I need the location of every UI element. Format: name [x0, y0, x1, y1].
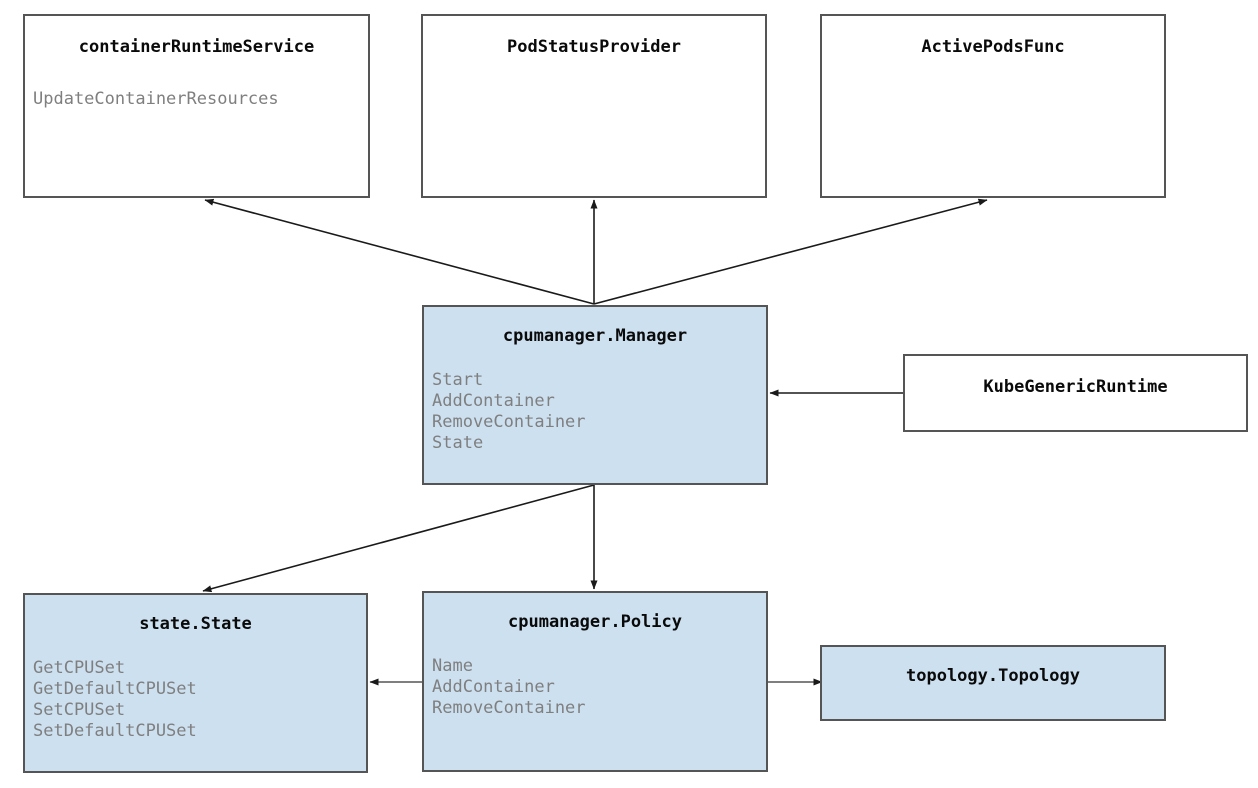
- member-item: RemoveContainer: [432, 698, 586, 718]
- edge-manager-to-stateState: [202, 484, 595, 593]
- node-members: Start AddContainer RemoveContainer State: [432, 370, 760, 454]
- member-item: Name: [432, 656, 473, 676]
- node-topology-topology[interactable]: topology.Topology: [820, 645, 1166, 721]
- node-members: Name AddContainer RemoveContainer: [432, 656, 760, 719]
- member-item: SetCPUSet: [33, 700, 126, 720]
- member-item: UpdateContainerResources: [33, 89, 279, 109]
- node-pod-status-provider[interactable]: PodStatusProvider: [421, 14, 767, 198]
- node-cpumanager-manager[interactable]: cpumanager.Manager Start AddContainer Re…: [422, 305, 768, 485]
- node-container-runtime-service[interactable]: containerRuntimeService UpdateContainerR…: [23, 14, 370, 198]
- member-item: State: [432, 433, 484, 453]
- node-title: topology.Topology: [906, 666, 1080, 686]
- node-title: state.State: [139, 614, 252, 634]
- node-kube-generic-runtime[interactable]: KubeGenericRuntime: [903, 354, 1248, 432]
- node-active-pods-func[interactable]: ActivePodsFunc: [820, 14, 1166, 198]
- member-item: GetDefaultCPUSet: [33, 679, 197, 699]
- member-item: GetCPUSet: [33, 658, 126, 678]
- node-members: GetCPUSet GetDefaultCPUSet SetCPUSet Set…: [33, 658, 360, 742]
- edge-manager-to-containerRuntimeService: [204, 198, 595, 305]
- node-title: ActivePodsFunc: [921, 37, 1065, 57]
- node-cpumanager-policy[interactable]: cpumanager.Policy Name AddContainer Remo…: [422, 591, 768, 772]
- node-title: containerRuntimeService: [78, 37, 315, 57]
- node-members: UpdateContainerResources: [33, 89, 362, 110]
- member-item: SetDefaultCPUSet: [33, 721, 197, 741]
- node-title: KubeGenericRuntime: [983, 377, 1168, 397]
- edge-manager-to-activePodsFunc: [593, 198, 988, 305]
- member-item: AddContainer: [432, 391, 555, 411]
- member-item: AddContainer: [432, 677, 555, 697]
- node-title: PodStatusProvider: [507, 37, 681, 57]
- node-state-state[interactable]: state.State GetCPUSet GetDefaultCPUSet S…: [23, 593, 368, 773]
- member-item: Start: [432, 370, 484, 390]
- node-title: cpumanager.Manager: [502, 326, 688, 346]
- node-title: cpumanager.Policy: [508, 612, 682, 632]
- member-item: RemoveContainer: [432, 412, 586, 432]
